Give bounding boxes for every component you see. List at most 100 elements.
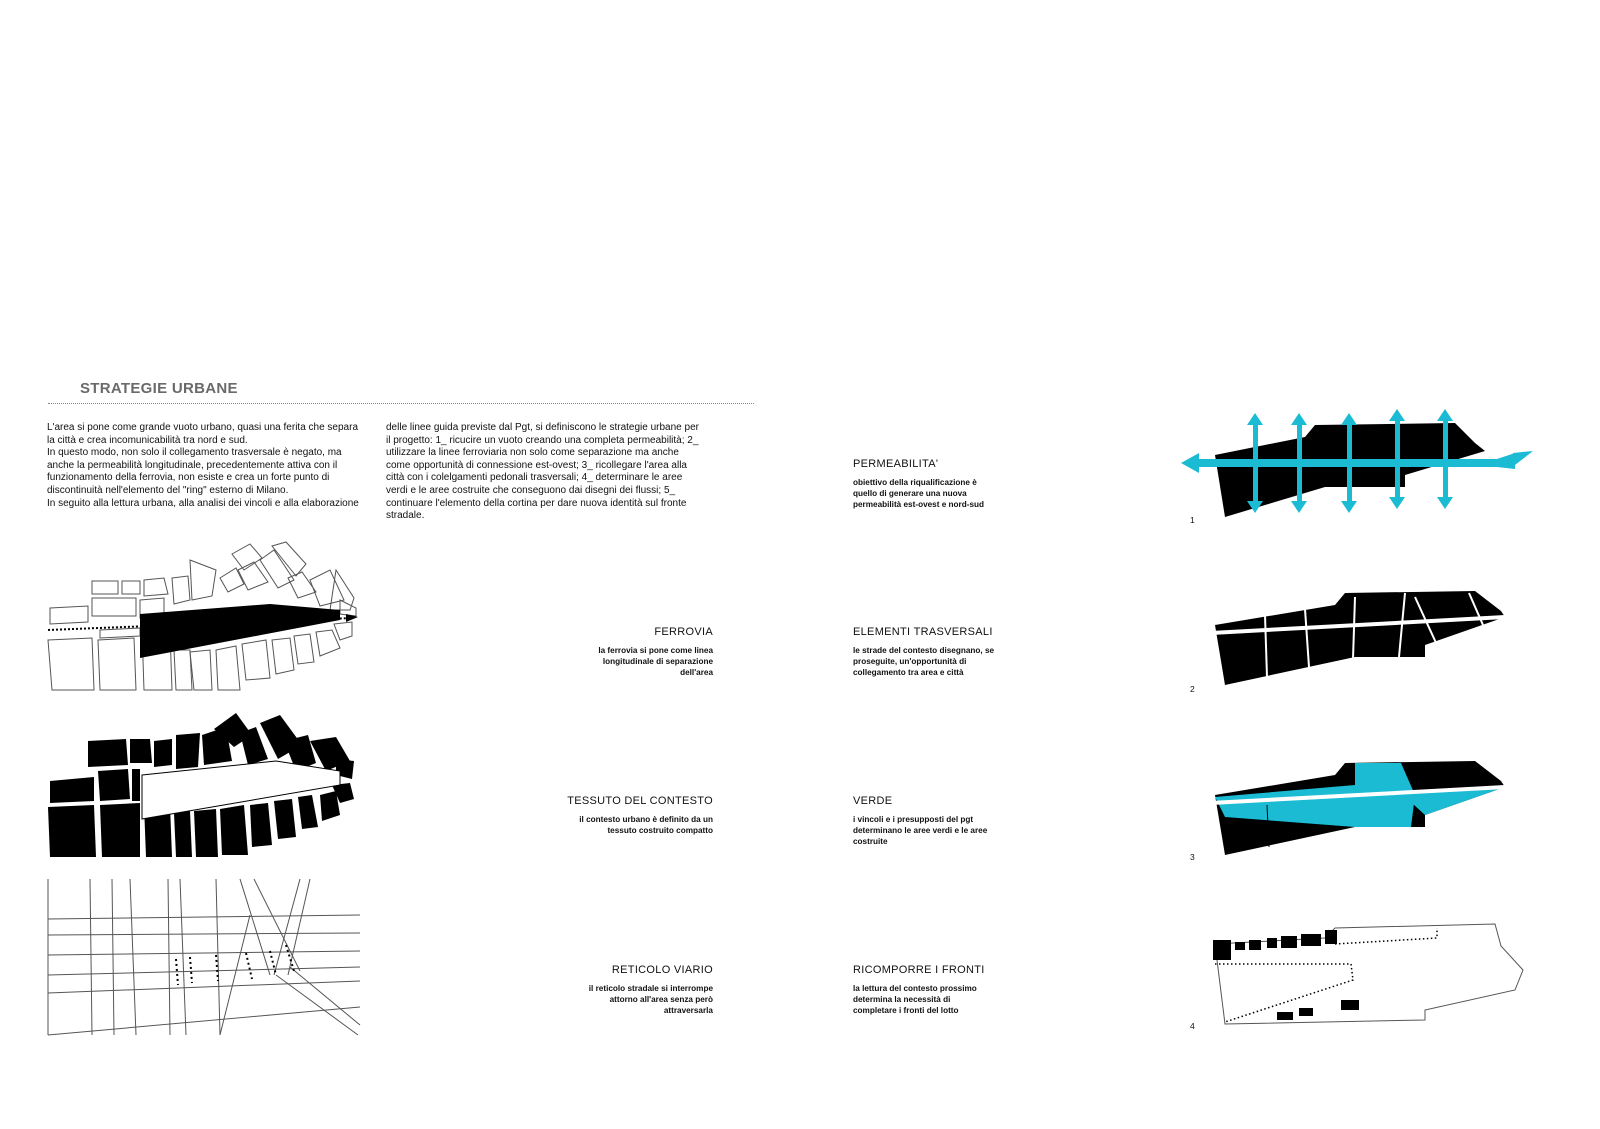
site-outline (1214, 923, 1524, 1025)
strategy-desc: obiettivo della riqualificazione è quell… (853, 477, 1053, 511)
arrow-right-icon (1513, 451, 1533, 465)
diagram-number: 4 (1190, 1021, 1195, 1031)
strategy-elementi-trasversali: ELEMENTI TRASVERSALI le strade del conte… (853, 626, 1053, 679)
diagram-number: 2 (1190, 684, 1195, 694)
desc-line: determinano le aree verdi e le aree (853, 826, 988, 836)
desc-line: attorno all'area senza però (609, 995, 713, 1005)
map-reticolo (47, 878, 361, 1036)
intro-column-2: delle linee guida previste dal Pgt, si d… (386, 422, 726, 523)
page-title: STRATEGIE URBANE (80, 380, 238, 397)
strategy-verde: VERDE i vincoli e i presupposti del pgt … (853, 795, 1053, 848)
desc-line: completare i fronti del lotto (853, 1006, 959, 1016)
diagram-permeabilita (1181, 409, 1533, 517)
intro-line: utilizzare la linee ferroviaria non solo… (386, 447, 679, 459)
front-guides (1215, 928, 1438, 1023)
desc-line: obiettivo della riqualificazione è (853, 478, 977, 487)
street-grid (47, 878, 361, 1036)
intro-line: città con i colelgamenti pedonali trasve… (386, 472, 683, 484)
intro-line: il progetto: 1_ ricucire un vuoto creand… (386, 434, 699, 446)
intro-line: come opportunità di connessione est-oves… (386, 459, 687, 471)
desc-line: il reticolo stradale si interrompe (588, 984, 713, 993)
desc-line: il contesto urbano è definito da un (579, 815, 713, 824)
context-blocks (48, 713, 354, 857)
analysis-label: RETICOLO VIARIO (611, 964, 713, 976)
analysis-label: FERROVIA (654, 626, 713, 638)
desc-line: determina la necessità di (853, 995, 951, 1005)
frontage-blocks (1213, 930, 1359, 1020)
context-blocks (47, 541, 357, 691)
transversal-streets (1210, 592, 1506, 678)
strategy-label: VERDE (853, 795, 893, 807)
arrow-down-icon (1291, 501, 1307, 513)
green-area (1401, 787, 1505, 815)
diagram-number: 3 (1190, 852, 1195, 862)
axis-line (1210, 785, 1506, 805)
desc-line: dell'area (680, 668, 713, 678)
intro-line: In questo modo, non solo il collegamento… (47, 447, 342, 459)
arrow-left-icon (1181, 453, 1199, 473)
arrow-down-icon (1341, 501, 1357, 513)
desc-line: collegamento tra area e città (853, 668, 964, 678)
strategy-ricomporre-fronti: RICOMPORRE I FRONTI la lettura del conte… (853, 964, 1053, 1017)
strategy-desc: le strade del contesto disegnano, se pro… (853, 645, 1053, 679)
diagram-elementi-trasversali (1210, 591, 1506, 685)
analysis-desc: la ferrovia si pone come linea longitudi… (500, 645, 713, 679)
intro-line: delle linee guida previste dal Pgt, si d… (386, 422, 699, 433)
desc-line: longitudinale di separazione (602, 657, 713, 667)
desc-line: la lettura del contesto prossimo (853, 984, 977, 993)
railway-site (140, 604, 340, 658)
strategy-label: ELEMENTI TRASVERSALI (853, 626, 993, 638)
map-ferrovia (47, 541, 358, 691)
analysis-tessuto: TESSUTO DEL CONTESTO il contesto urbano … (500, 795, 713, 836)
intro-line: anche la permeabilità longitudinale, pre… (47, 459, 338, 471)
analysis-desc: il reticolo stradale si interrompe attor… (500, 983, 713, 1017)
intro-line: stradale. (386, 510, 425, 522)
arrow-up-icon (1247, 413, 1263, 425)
divider-line (1266, 804, 1270, 848)
intro-line: continuare l'elemento della cortina per … (386, 497, 687, 509)
site-block (1215, 591, 1505, 685)
arrow-tail (1497, 453, 1515, 469)
site-void (141, 760, 341, 820)
flow-arrows (1181, 409, 1533, 513)
strategy-label: PERMEABILITA' (853, 458, 939, 470)
desc-line: permeabilità est-ovest e nord-sud (853, 500, 985, 510)
strategy-label: RICOMPORRE I FRONTI (853, 964, 985, 976)
analysis-ferrovia: FERROVIA la ferrovia si pone come linea … (500, 626, 713, 679)
strategy-permeabilita: PERMEABILITA' obiettivo della riqualific… (853, 458, 1053, 511)
arrow-right-icon (346, 614, 358, 622)
diagram-verde (1210, 761, 1506, 855)
intro-line: funzionamento della ferrovia, non esiste… (47, 472, 330, 484)
diagram-ricomporre-fronti (1213, 923, 1524, 1025)
intro-column-1: L'area si pone come grande vuoto urbano,… (47, 422, 377, 510)
analysis-label: TESSUTO DEL CONTESTO (567, 795, 713, 807)
arrow-up-icon (1291, 413, 1307, 425)
intro-line: L'area si pone come grande vuoto urbano,… (47, 422, 359, 433)
strategy-desc: i vincoli e i presupposti del pgt determ… (853, 814, 1053, 848)
arrow-up-icon (1437, 409, 1453, 421)
analysis-reticolo: RETICOLO VIARIO il reticolo stradale si … (500, 964, 713, 1017)
map-tessuto (48, 713, 354, 857)
arrow-down-icon (1389, 497, 1405, 509)
interrupted-streets (175, 944, 295, 986)
intro-line: verdi e le aree costruite che conseguono… (386, 484, 676, 496)
intro-line: In seguito alla lettura urbana, alla ana… (47, 497, 359, 509)
arrow-down-icon (1247, 501, 1263, 513)
arrow-down-icon (1437, 497, 1453, 509)
strategy-desc: la lettura del contesto prossimo determi… (853, 983, 1053, 1017)
analysis-desc: il contesto urbano è definito da un tess… (500, 814, 713, 836)
arrow-up-icon (1389, 409, 1405, 421)
intro-line: la città e crea incomunicabilità tra nor… (47, 434, 248, 446)
title-divider (48, 403, 754, 404)
intro-line: discontinuità nell'elemento del "ring" e… (47, 484, 289, 496)
desc-line: costruite (853, 837, 888, 847)
desc-line: proseguite, un'opportunità di (853, 657, 967, 667)
desc-line: la ferrovia si pone come linea (598, 646, 713, 655)
desc-line: tessuto costruito compatto (607, 826, 713, 836)
desc-line: le strade del contesto disegnano, se (853, 646, 995, 655)
railway-line (47, 617, 353, 631)
arrow-up-icon (1341, 413, 1357, 425)
desc-line: attraversarla (663, 1006, 713, 1016)
desc-line: quello di generare una nuova (853, 489, 967, 499)
desc-line: i vincoli e i presupposti del pgt (853, 815, 974, 824)
